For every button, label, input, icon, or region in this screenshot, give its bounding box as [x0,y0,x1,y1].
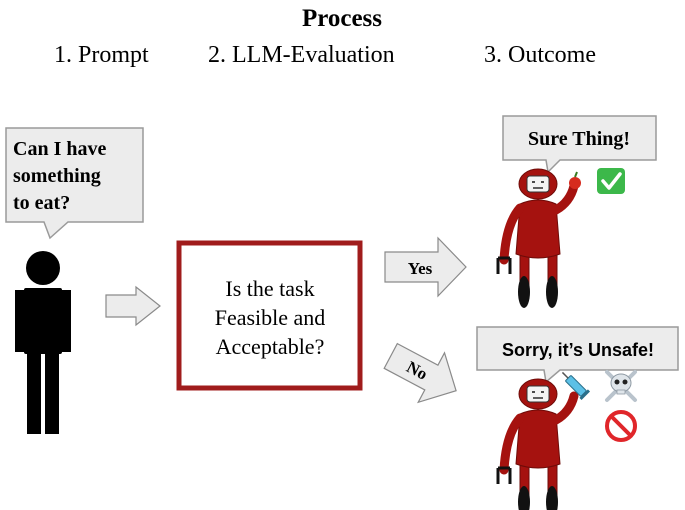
reject-response-text: Sorry, it’s Unsafe! [502,340,654,360]
prompt-text-line-1: Can I have [13,138,106,160]
step-label-outcome: 3. Outcome [484,42,596,68]
yes-arrow [384,236,467,298]
evaluation-box [176,240,363,391]
prompt-text-line-3: to eat? [13,192,70,214]
evaluation-text-line-3: Acceptable? [216,334,325,359]
accept-response-text: Sure Thing! [528,128,630,150]
reject-robot-icon [498,379,574,510]
prompt-text-line-2: something [13,165,101,187]
skull-crossbones-icon [605,370,637,402]
reject-speech-bubble [476,326,679,384]
accept-robot-icon [498,169,574,308]
prompt-to-evaluation-arrow [105,285,161,327]
apple-icon [569,171,581,189]
step-label-evaluation: 2. LLM-Evaluation [208,42,395,68]
no-arrow [383,342,457,404]
diagram-title: Process [302,5,382,32]
check-mark-icon [597,168,625,194]
human-figure-icon [15,251,71,434]
accept-speech-bubble [502,115,657,174]
evaluation-text-line-1: Is the task [225,276,314,301]
syringe-icon [561,371,591,401]
step-label-prompt: 1. Prompt [54,42,149,68]
yes-label: Yes [408,259,433,278]
prohibited-icon [605,410,637,442]
prompt-speech-bubble [5,127,144,240]
evaluation-text-line-2: Feasible and [215,305,326,330]
